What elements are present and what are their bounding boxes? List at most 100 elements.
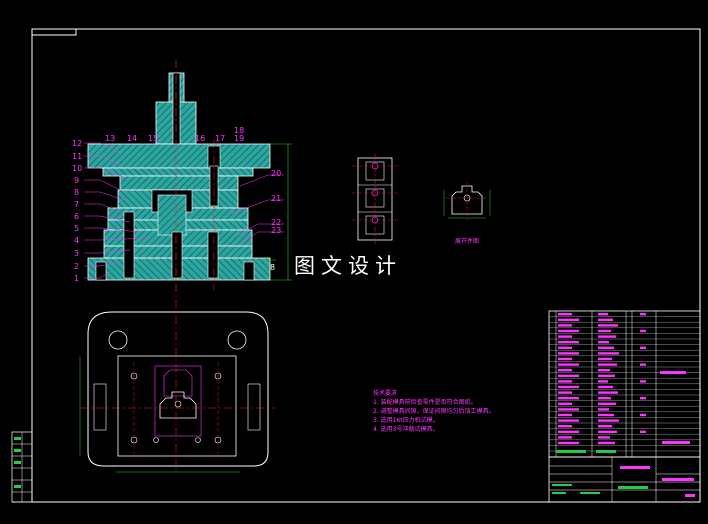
- plan-view: [79, 300, 276, 476]
- table-cell-mark: [640, 413, 646, 417]
- table-cell-mark: [558, 430, 579, 433]
- part-number: 17: [215, 134, 225, 143]
- left-margin-stamp: [11, 431, 33, 503]
- table-cell-mark: [598, 402, 616, 405]
- table-cell-mark: [558, 341, 579, 344]
- table-cell-mark: [558, 329, 579, 333]
- table-cell-mark: [598, 430, 617, 433]
- table-cell-mark: [558, 357, 572, 361]
- table-cell-mark: [598, 436, 610, 439]
- part-number: 19: [234, 134, 244, 143]
- table-cell-mark: [558, 363, 579, 366]
- table-cell-mark: [640, 329, 646, 333]
- part-number: 13: [105, 134, 115, 143]
- part-number: 22: [271, 218, 281, 227]
- table-cell-mark: [598, 352, 619, 355]
- table-cell-mark: [598, 324, 618, 327]
- table-cell-mark: [558, 391, 572, 394]
- table-cell-mark: [598, 369, 610, 372]
- part-numbers-top: 13 14 15 16 17 18 19: [105, 126, 244, 143]
- watermark-text: 图文设计: [294, 254, 402, 278]
- part-number: 15: [148, 134, 158, 143]
- table-cell-mark: [598, 335, 616, 338]
- table-cell-mark: [640, 363, 646, 366]
- part-number: 8: [74, 188, 79, 197]
- table-cell-mark: [558, 352, 579, 355]
- table-cell-mark: [558, 335, 572, 338]
- note-item: 4. 选用3号冲裁试模具。: [373, 425, 438, 433]
- part-number: 7: [74, 200, 79, 209]
- notes-title: 技术要求: [373, 389, 397, 397]
- part-number: 23: [271, 226, 281, 235]
- part-number: 10: [72, 164, 82, 173]
- table-cell-mark: [558, 313, 572, 316]
- table-cell-mark: [558, 324, 572, 327]
- table-cell-mark: [640, 397, 646, 400]
- table-cell-mark: [598, 419, 619, 422]
- table-cell-mark: [640, 430, 646, 433]
- table-cell-mark: [598, 441, 615, 445]
- note-item: 2. 调整模具间隙，保证间隙均匀后加工模具。: [373, 407, 495, 415]
- table-cell-mark: [640, 380, 646, 383]
- table-cell-mark: [558, 402, 572, 405]
- table-cell-mark: [558, 369, 572, 372]
- table-cell-mark: [558, 397, 579, 400]
- table-cell-mark: [558, 425, 572, 428]
- table-cell-mark: [558, 374, 579, 377]
- table-cell-mark: [558, 436, 572, 439]
- table-cell-mark: [598, 425, 612, 428]
- part-number: 1: [74, 274, 79, 283]
- dimension-value: 8: [270, 263, 275, 272]
- part-number: 5: [74, 224, 79, 233]
- strip-layout: [352, 154, 398, 244]
- frame-tab: [31, 28, 77, 36]
- front-section-view: 8: [87, 60, 292, 300]
- table-cell-mark: [598, 413, 614, 417]
- part-number: 20: [271, 169, 281, 178]
- table-cell-mark: [598, 357, 612, 361]
- table-cell-mark: [558, 318, 579, 321]
- table-cell-mark: [558, 419, 579, 422]
- part-number: 6: [74, 212, 79, 221]
- layout-label: 展开件图: [455, 237, 479, 245]
- part-number: 3: [74, 249, 79, 258]
- part-number: 12: [72, 139, 82, 148]
- part-number: 16: [195, 134, 205, 143]
- table-cell-mark: [598, 318, 613, 321]
- table-cell-mark: [598, 385, 613, 389]
- table-cell-mark: [598, 408, 609, 411]
- table-cell-mark: [598, 380, 608, 383]
- workpiece-view: 展开件图: [443, 182, 491, 245]
- note-item: 3. 选用16t压力机试模。: [373, 416, 439, 424]
- part-number: 18: [234, 126, 244, 135]
- leader-lines: [84, 142, 284, 279]
- table-cell-mark: [598, 391, 618, 394]
- table-cell-mark: [558, 408, 579, 411]
- table-cell-mark: [598, 313, 608, 316]
- table-cell-mark: [558, 346, 572, 349]
- table-cell-mark: [598, 346, 614, 349]
- table-cell-mark: [640, 346, 646, 349]
- note-item: 1. 装配模具前检查零件是否符合图纸。: [373, 398, 477, 406]
- table-cell-mark: [640, 313, 646, 316]
- part-number: 21: [271, 194, 281, 203]
- table-cell-mark: [598, 397, 611, 400]
- part-number: 4: [74, 236, 79, 245]
- title-block: [548, 450, 701, 503]
- table-cell-mark: [558, 441, 579, 445]
- table-cell-mark: [558, 385, 579, 389]
- table-cell-mark: [660, 371, 686, 374]
- table-cell-mark: [558, 413, 572, 417]
- table-cell-mark: [662, 441, 690, 444]
- part-numbers-right: 20 21 22 23: [271, 169, 281, 235]
- technical-notes: 技术要求 1. 装配模具前检查零件是否符合图纸。 2. 调整模具间隙，保证间隙均…: [373, 389, 495, 433]
- part-numbers-left: 12 11 10 9 8 7 6 5 4 3 2 1: [72, 139, 82, 283]
- part-number: 9: [74, 176, 79, 185]
- table-cell-mark: [598, 363, 617, 366]
- table-cell-mark: [598, 329, 611, 333]
- part-number: 14: [127, 134, 137, 143]
- part-number: 11: [72, 152, 82, 161]
- table-cell-mark: [598, 374, 615, 377]
- table-cell-mark: [598, 341, 609, 344]
